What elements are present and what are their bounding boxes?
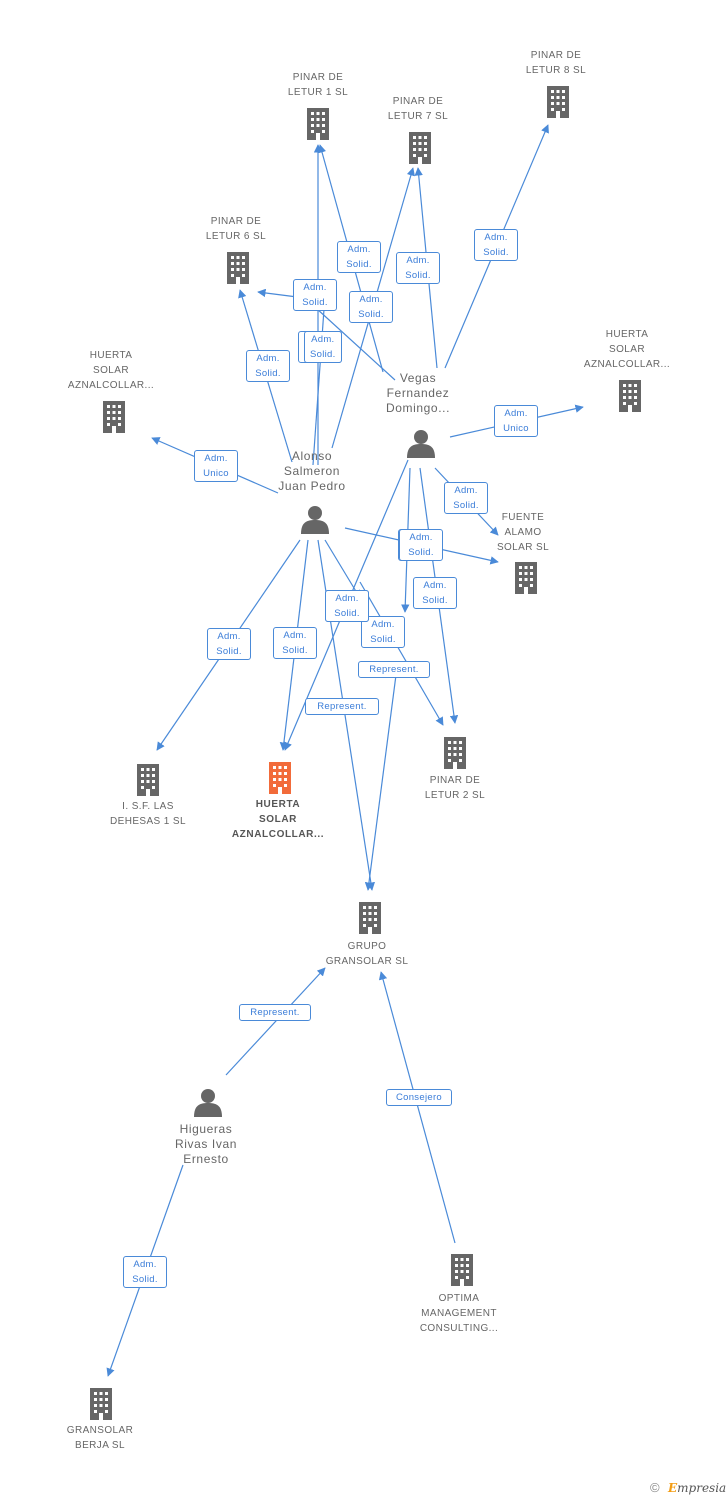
edge-line-e23 xyxy=(378,971,456,1244)
building-icon-pinar8[interactable] xyxy=(547,86,569,118)
person-icon-higueras[interactable] xyxy=(194,1089,222,1117)
edge-label-e17[interactable]: Adm.Solid. xyxy=(325,590,369,622)
edge-label-e8[interactable]: Adm.Solid. xyxy=(304,331,342,363)
person-icon-alonso[interactable] xyxy=(301,506,329,534)
brand-rest: mpresia xyxy=(677,1481,727,1495)
building-icon-pinar1[interactable] xyxy=(307,108,329,140)
edge-label-e11[interactable]: Adm.Solid. xyxy=(444,482,488,514)
nodes-layer xyxy=(90,86,641,1420)
building-icon-pinar7[interactable] xyxy=(409,132,431,164)
brand-initial: E xyxy=(668,1481,678,1495)
edge-label-e9[interactable]: Adm.Unico xyxy=(494,405,538,437)
edge-label-e22[interactable]: Represent. xyxy=(239,1004,311,1021)
edge-label-e24[interactable]: Adm.Solid. xyxy=(123,1256,167,1288)
person-icon-vegas[interactable] xyxy=(407,430,435,458)
edge-line-e15 xyxy=(359,581,444,726)
building-icon-pinar6[interactable] xyxy=(227,252,249,284)
edge-line-e19 xyxy=(364,674,397,891)
edge-line-e22 xyxy=(225,967,326,1076)
edge-label-e20[interactable]: Adm.Solid. xyxy=(207,628,251,660)
edges-layer xyxy=(106,124,584,1377)
edge-label-e21[interactable]: Adm.Solid. xyxy=(273,627,317,659)
building-icon-berja[interactable] xyxy=(90,1388,112,1420)
edge-label-e14[interactable]: Adm.Solid. xyxy=(399,529,443,561)
edge-label-e10[interactable]: Adm.Unico xyxy=(194,450,238,482)
building-icon-optima[interactable] xyxy=(451,1254,473,1286)
edge-label-e18[interactable]: Represent. xyxy=(358,661,430,678)
building-icon-fuente[interactable] xyxy=(515,562,537,594)
building-icon-huerta_tr[interactable] xyxy=(619,380,641,412)
empresia-logo[interactable]: Empresia xyxy=(668,1481,726,1495)
edge-label-e6[interactable]: Adm.Solid. xyxy=(474,229,518,261)
building-icon-huerta_focus[interactable] xyxy=(269,762,291,794)
building-icon-pinar2[interactable] xyxy=(444,737,466,769)
edge-label-e19[interactable]: Represent. xyxy=(305,698,379,715)
edge-label-e23[interactable]: Consejero xyxy=(386,1089,452,1106)
building-icon-isf[interactable] xyxy=(137,764,159,796)
edge-label-e2[interactable]: Adm.Solid. xyxy=(337,241,381,273)
edge-line-e8 xyxy=(312,294,329,466)
building-icon-huerta_l[interactable] xyxy=(103,401,125,433)
edge-label-e1[interactable]: Adm.Solid. xyxy=(293,279,337,311)
building-icon-grupo[interactable] xyxy=(359,902,381,934)
edge-label-e3[interactable]: Adm.Solid. xyxy=(349,291,393,323)
edge-label-e5[interactable]: Adm.Solid. xyxy=(396,252,440,284)
edge-label-e13[interactable]: Adm.Solid. xyxy=(413,577,457,609)
edge-label-e15[interactable]: Adm.Solid. xyxy=(361,616,405,648)
copyright-symbol: © xyxy=(650,1480,660,1495)
edge-label-e7[interactable]: Adm.Solid. xyxy=(246,350,290,382)
